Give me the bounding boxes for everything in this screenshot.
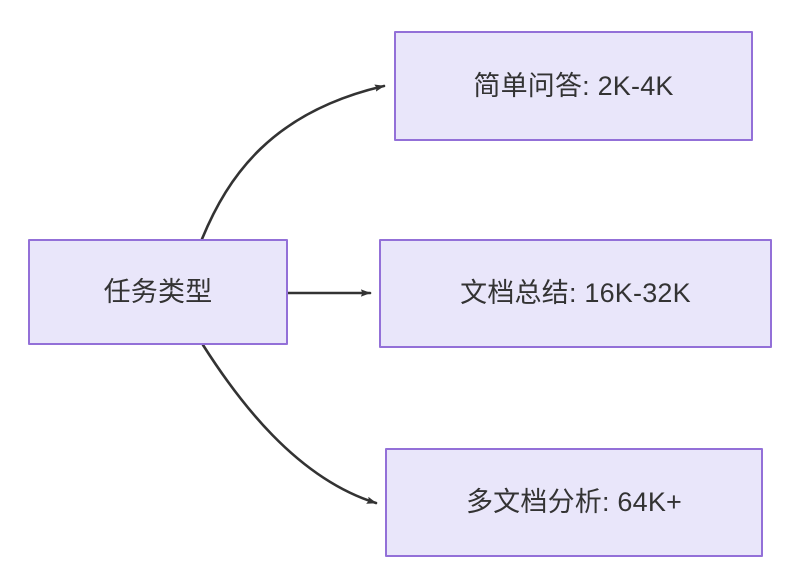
edge-to-multi-doc [201,343,378,505]
node-task-type[interactable]: 任务类型 [28,239,288,345]
edge-to-simple-qa [200,84,386,241]
node-simple-qa-label: 简单问答: 2K-4K [473,70,674,101]
node-multi-doc[interactable]: 多文档分析: 64K+ [385,448,763,557]
node-simple-qa[interactable]: 简单问答: 2K-4K [394,31,753,141]
node-task-type-label: 任务类型 [103,276,213,307]
node-doc-summary[interactable]: 文档总结: 16K-32K [379,239,772,348]
node-doc-summary-label: 文档总结: 16K-32K [460,278,691,309]
node-multi-doc-label: 多文档分析: 64K+ [465,487,682,518]
